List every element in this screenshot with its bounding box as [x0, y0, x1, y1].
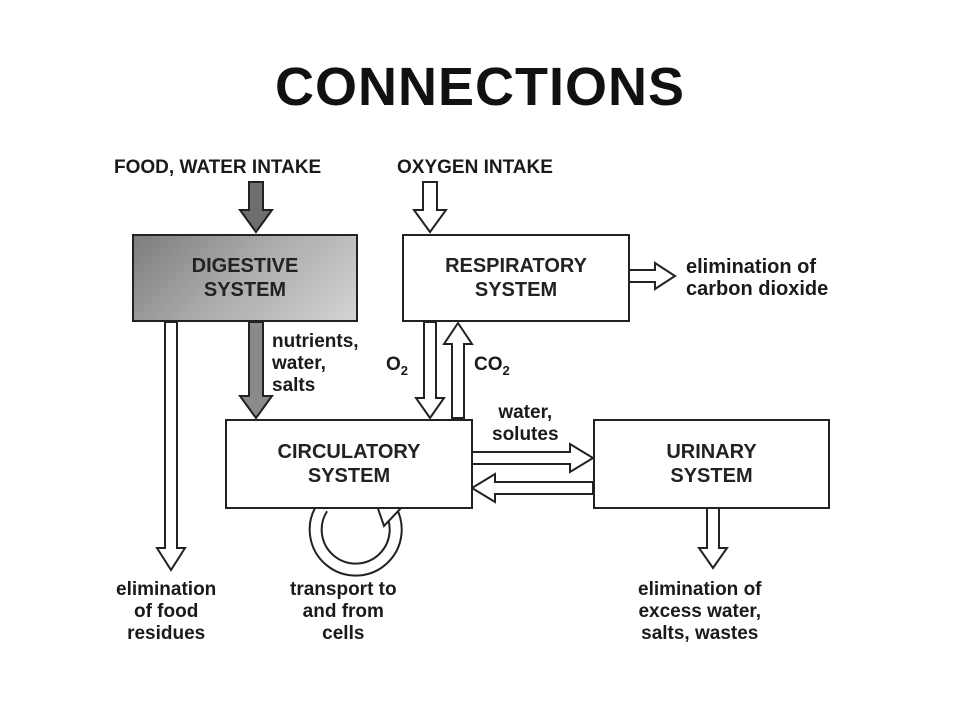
transport-line3: cells [322, 623, 365, 644]
oxygen-intake-label: OXYGEN INTAKE [397, 157, 553, 178]
food-water-intake-label: FOOD, WATER INTAKE [114, 157, 322, 178]
nutrients-label: nutrients, water, salts [272, 331, 359, 397]
water-solutes-line1: water, [498, 402, 553, 423]
o2-subscript: 2 [400, 363, 409, 378]
co2-subscript: 2 [502, 363, 510, 378]
water-solutes-line2: solutes [492, 424, 559, 445]
carbon-dioxide-line1: elimination of [686, 256, 816, 278]
water-solutes-label: water, solutes [492, 402, 559, 446]
transport-label: transport to and from cells [290, 579, 397, 645]
digestive-label-line1: DIGESTIVE [191, 255, 299, 277]
transport-line2: and from [302, 601, 384, 622]
urinary-label-line1: URINARY [666, 441, 757, 463]
o2-arrow [414, 321, 446, 420]
co2-text: CO [474, 354, 503, 375]
oxygen-intake-arrow [412, 181, 448, 234]
circulatory-label-line2: SYSTEM [307, 465, 391, 487]
o2-text: O [386, 354, 401, 375]
urinary-label-line2: SYSTEM [670, 465, 753, 487]
nutrients-line3: salts [272, 375, 316, 396]
water-solutes-arrow [471, 442, 595, 474]
excess-line2: excess water, [638, 601, 762, 622]
co2-label: CO2 [474, 354, 510, 378]
respiratory-label-line2: SYSTEM [474, 279, 558, 301]
food-intake-arrow [238, 181, 274, 234]
excess-line1: elimination of [638, 579, 762, 600]
food-residue-arrow [155, 321, 187, 572]
food-residues-line1: elimination [116, 579, 217, 600]
food-residues-line3: residues [127, 623, 206, 644]
co2-arrow [442, 321, 474, 419]
carbon-dioxide-arrow [628, 261, 677, 291]
excess-water-arrow [697, 507, 729, 570]
nutrients-line1: nutrients, [272, 331, 359, 352]
return-arrow [470, 472, 594, 504]
excess-water-label: elimination of excess water, salts, wast… [638, 579, 762, 645]
nutrients-arrow [238, 321, 274, 420]
carbon-dioxide-label: elimination of carbon dioxide [686, 256, 828, 300]
food-residues-label: elimination of food residues [116, 579, 216, 645]
excess-line3: salts, wastes [641, 623, 759, 644]
page-title: CONNECTIONS [274, 57, 685, 117]
digestive-label-line2: SYSTEM [203, 279, 287, 301]
food-residues-line2: of food [133, 601, 199, 622]
transport-line1: transport to [290, 579, 397, 600]
respiratory-label-line1: RESPIRATORY [445, 255, 587, 277]
circulatory-label-line1: CIRCULATORY [277, 441, 421, 463]
nutrients-line2: water, [272, 353, 326, 374]
o2-label: O2 [386, 354, 409, 378]
carbon-dioxide-line2: carbon dioxide [686, 278, 829, 300]
